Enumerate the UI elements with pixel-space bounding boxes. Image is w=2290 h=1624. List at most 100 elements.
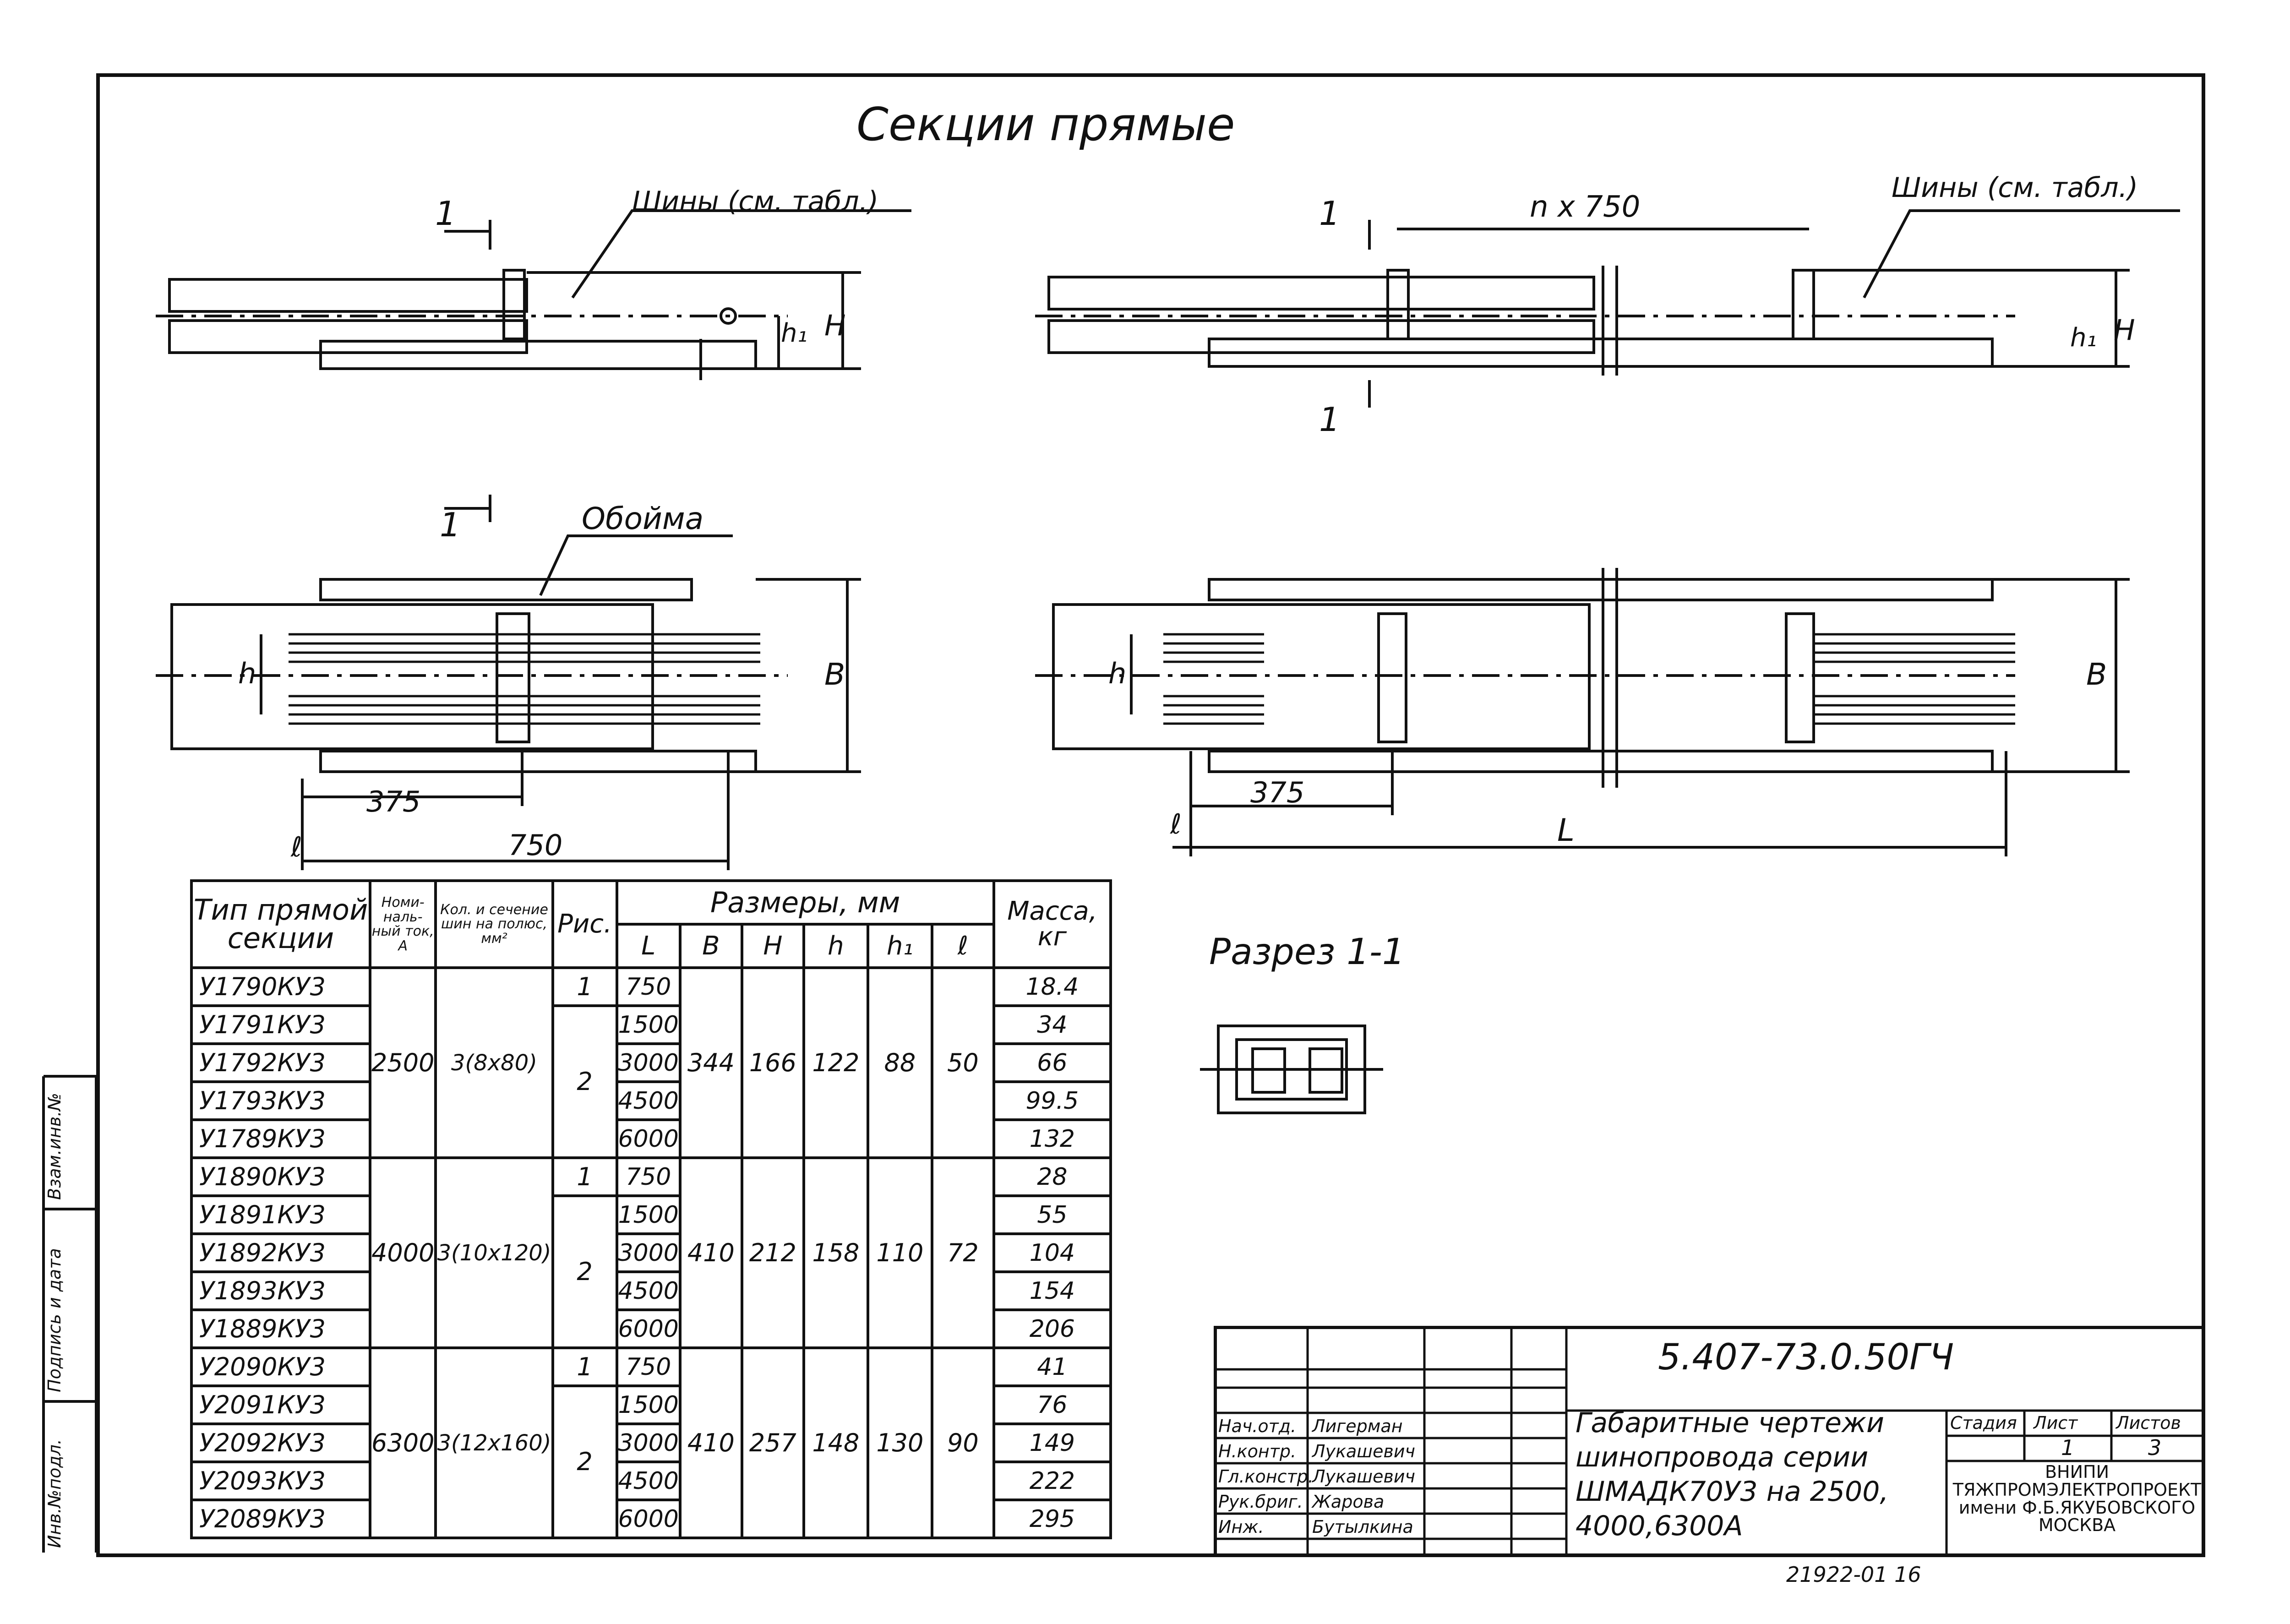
length-L: 1500 — [615, 1194, 682, 1235]
length-L: 1500 — [615, 1384, 682, 1425]
document-description: Габаритные чертежи шинопровода серии ШМА… — [1576, 1407, 1889, 1542]
mass-kg: 55 — [992, 1194, 1112, 1235]
mass-kg: 41 — [992, 1346, 1112, 1387]
title-block-grid — [1214, 1326, 2205, 1557]
section-type-code: У1790КУ3 — [190, 966, 371, 1007]
busbar-callout-right: Шины (см. табл.) — [1892, 172, 2138, 204]
dimension-h: h — [1108, 657, 1127, 690]
section-type-code: У1892КУ3 — [190, 1232, 371, 1273]
dimension-B: 410 — [678, 1156, 743, 1349]
length-L: 750 — [615, 966, 682, 1007]
section-view-title: Разрез 1-1 — [1209, 932, 1405, 973]
sheets-total: 3 — [2148, 1435, 2162, 1460]
dimension-l: ℓ — [291, 831, 302, 863]
mass-kg: 28 — [992, 1156, 1112, 1197]
length-L: 750 — [615, 1346, 682, 1387]
signature-name: Лукашевич — [1312, 1466, 1415, 1487]
side-stamp-replace-inv: Взам.инв.№ — [44, 1093, 65, 1200]
dimension-375: 375 — [1250, 776, 1305, 809]
nominal-current: 2500 — [368, 966, 437, 1159]
length-L: 4500 — [615, 1461, 682, 1501]
dimension-H: H — [824, 309, 846, 342]
length-L: 3000 — [615, 1232, 682, 1273]
section-mark: 1 — [1319, 400, 1340, 439]
busbar-section: 3(12x160) — [434, 1346, 554, 1539]
fig2-plan-view — [1035, 568, 2130, 856]
pitch-dimension-label: n x 750 — [1530, 190, 1641, 224]
length-L: 750 — [615, 1156, 682, 1197]
clip-callout: Обойма — [582, 501, 704, 536]
mass-kg: 99.5 — [992, 1080, 1112, 1121]
dimension-h: 148 — [802, 1346, 869, 1539]
mass-kg: 66 — [992, 1042, 1112, 1083]
header-dim-L: L — [615, 923, 682, 969]
figure-number: 1 — [551, 1156, 618, 1197]
section-type-code: У1891КУ3 — [190, 1194, 371, 1235]
dimension-h: 122 — [802, 966, 869, 1159]
dimension-h: 158 — [802, 1156, 869, 1349]
side-stamp-frame — [42, 1075, 98, 1553]
dimension-l: ℓ — [1170, 808, 1182, 840]
section-type-code: У2090КУ3 — [190, 1346, 371, 1387]
mass-kg: 104 — [992, 1232, 1112, 1273]
dimension-H: 257 — [740, 1346, 805, 1539]
dimension-l: 50 — [930, 966, 995, 1159]
dimension-h1: h₁ — [781, 318, 807, 348]
sheet-label: Лист — [2034, 1413, 2078, 1433]
mass-kg: 76 — [992, 1384, 1112, 1425]
mass-kg: 154 — [992, 1270, 1112, 1311]
length-L: 1500 — [615, 1004, 682, 1045]
length-L: 4500 — [615, 1270, 682, 1311]
dimension-B: B — [2086, 657, 2107, 692]
signature-role: Н.контр. — [1218, 1441, 1297, 1461]
sheets-label: Листов — [2116, 1413, 2181, 1433]
stage-label: Стадия — [1950, 1413, 2017, 1433]
mass-kg: 295 — [992, 1499, 1112, 1539]
section-mark: 1 — [435, 194, 456, 233]
header-mass: Масса, кг — [992, 879, 1112, 969]
mass-kg: 149 — [992, 1422, 1112, 1463]
side-stamp-signature-date: Подпись и дата — [44, 1248, 65, 1392]
nominal-current: 6300 — [368, 1346, 437, 1539]
mass-kg: 222 — [992, 1461, 1112, 1501]
section-type-code: У1791КУ3 — [190, 1004, 371, 1045]
dimension-h1: h₁ — [2070, 323, 2097, 353]
length-L: 6000 — [615, 1499, 682, 1539]
busbar-section: 3(8x80) — [434, 966, 554, 1159]
busbar-section: 3(10x120) — [434, 1156, 554, 1349]
mass-kg: 34 — [992, 1004, 1112, 1045]
section-mark: 1 — [1319, 194, 1340, 233]
dimension-H: H — [2114, 313, 2135, 347]
dimension-B: B — [824, 657, 845, 692]
title-block — [1214, 1326, 2205, 1557]
document-code: 5.407-73.0.50ГЧ — [1658, 1337, 1954, 1378]
dimension-l: 90 — [930, 1346, 995, 1539]
table-row: У1892КУ3 3000 104 — [190, 1232, 1112, 1273]
dimension-375: 375 — [366, 785, 421, 818]
signature-name: Лигерман — [1312, 1416, 1403, 1436]
organization-name: ВНИПИ ТЯЖПРОМЭЛЕКТРОПРОЕКТ имени Ф.Б.ЯКУ… — [1952, 1462, 2202, 1536]
figure-number: 1 — [551, 1346, 618, 1387]
figure-number: 2 — [551, 1194, 618, 1349]
length-L: 6000 — [615, 1118, 682, 1159]
header-dim-h1: h₁ — [866, 923, 933, 969]
sheet-number: 1 — [2061, 1435, 2075, 1460]
signature-role: Рук.бриг. — [1218, 1492, 1303, 1512]
header-dim-H: H — [740, 923, 805, 969]
section-type-code: У1792КУ3 — [190, 1042, 371, 1083]
fig1-side-view — [156, 209, 911, 380]
length-L: 3000 — [615, 1042, 682, 1083]
length-L: 4500 — [615, 1080, 682, 1121]
